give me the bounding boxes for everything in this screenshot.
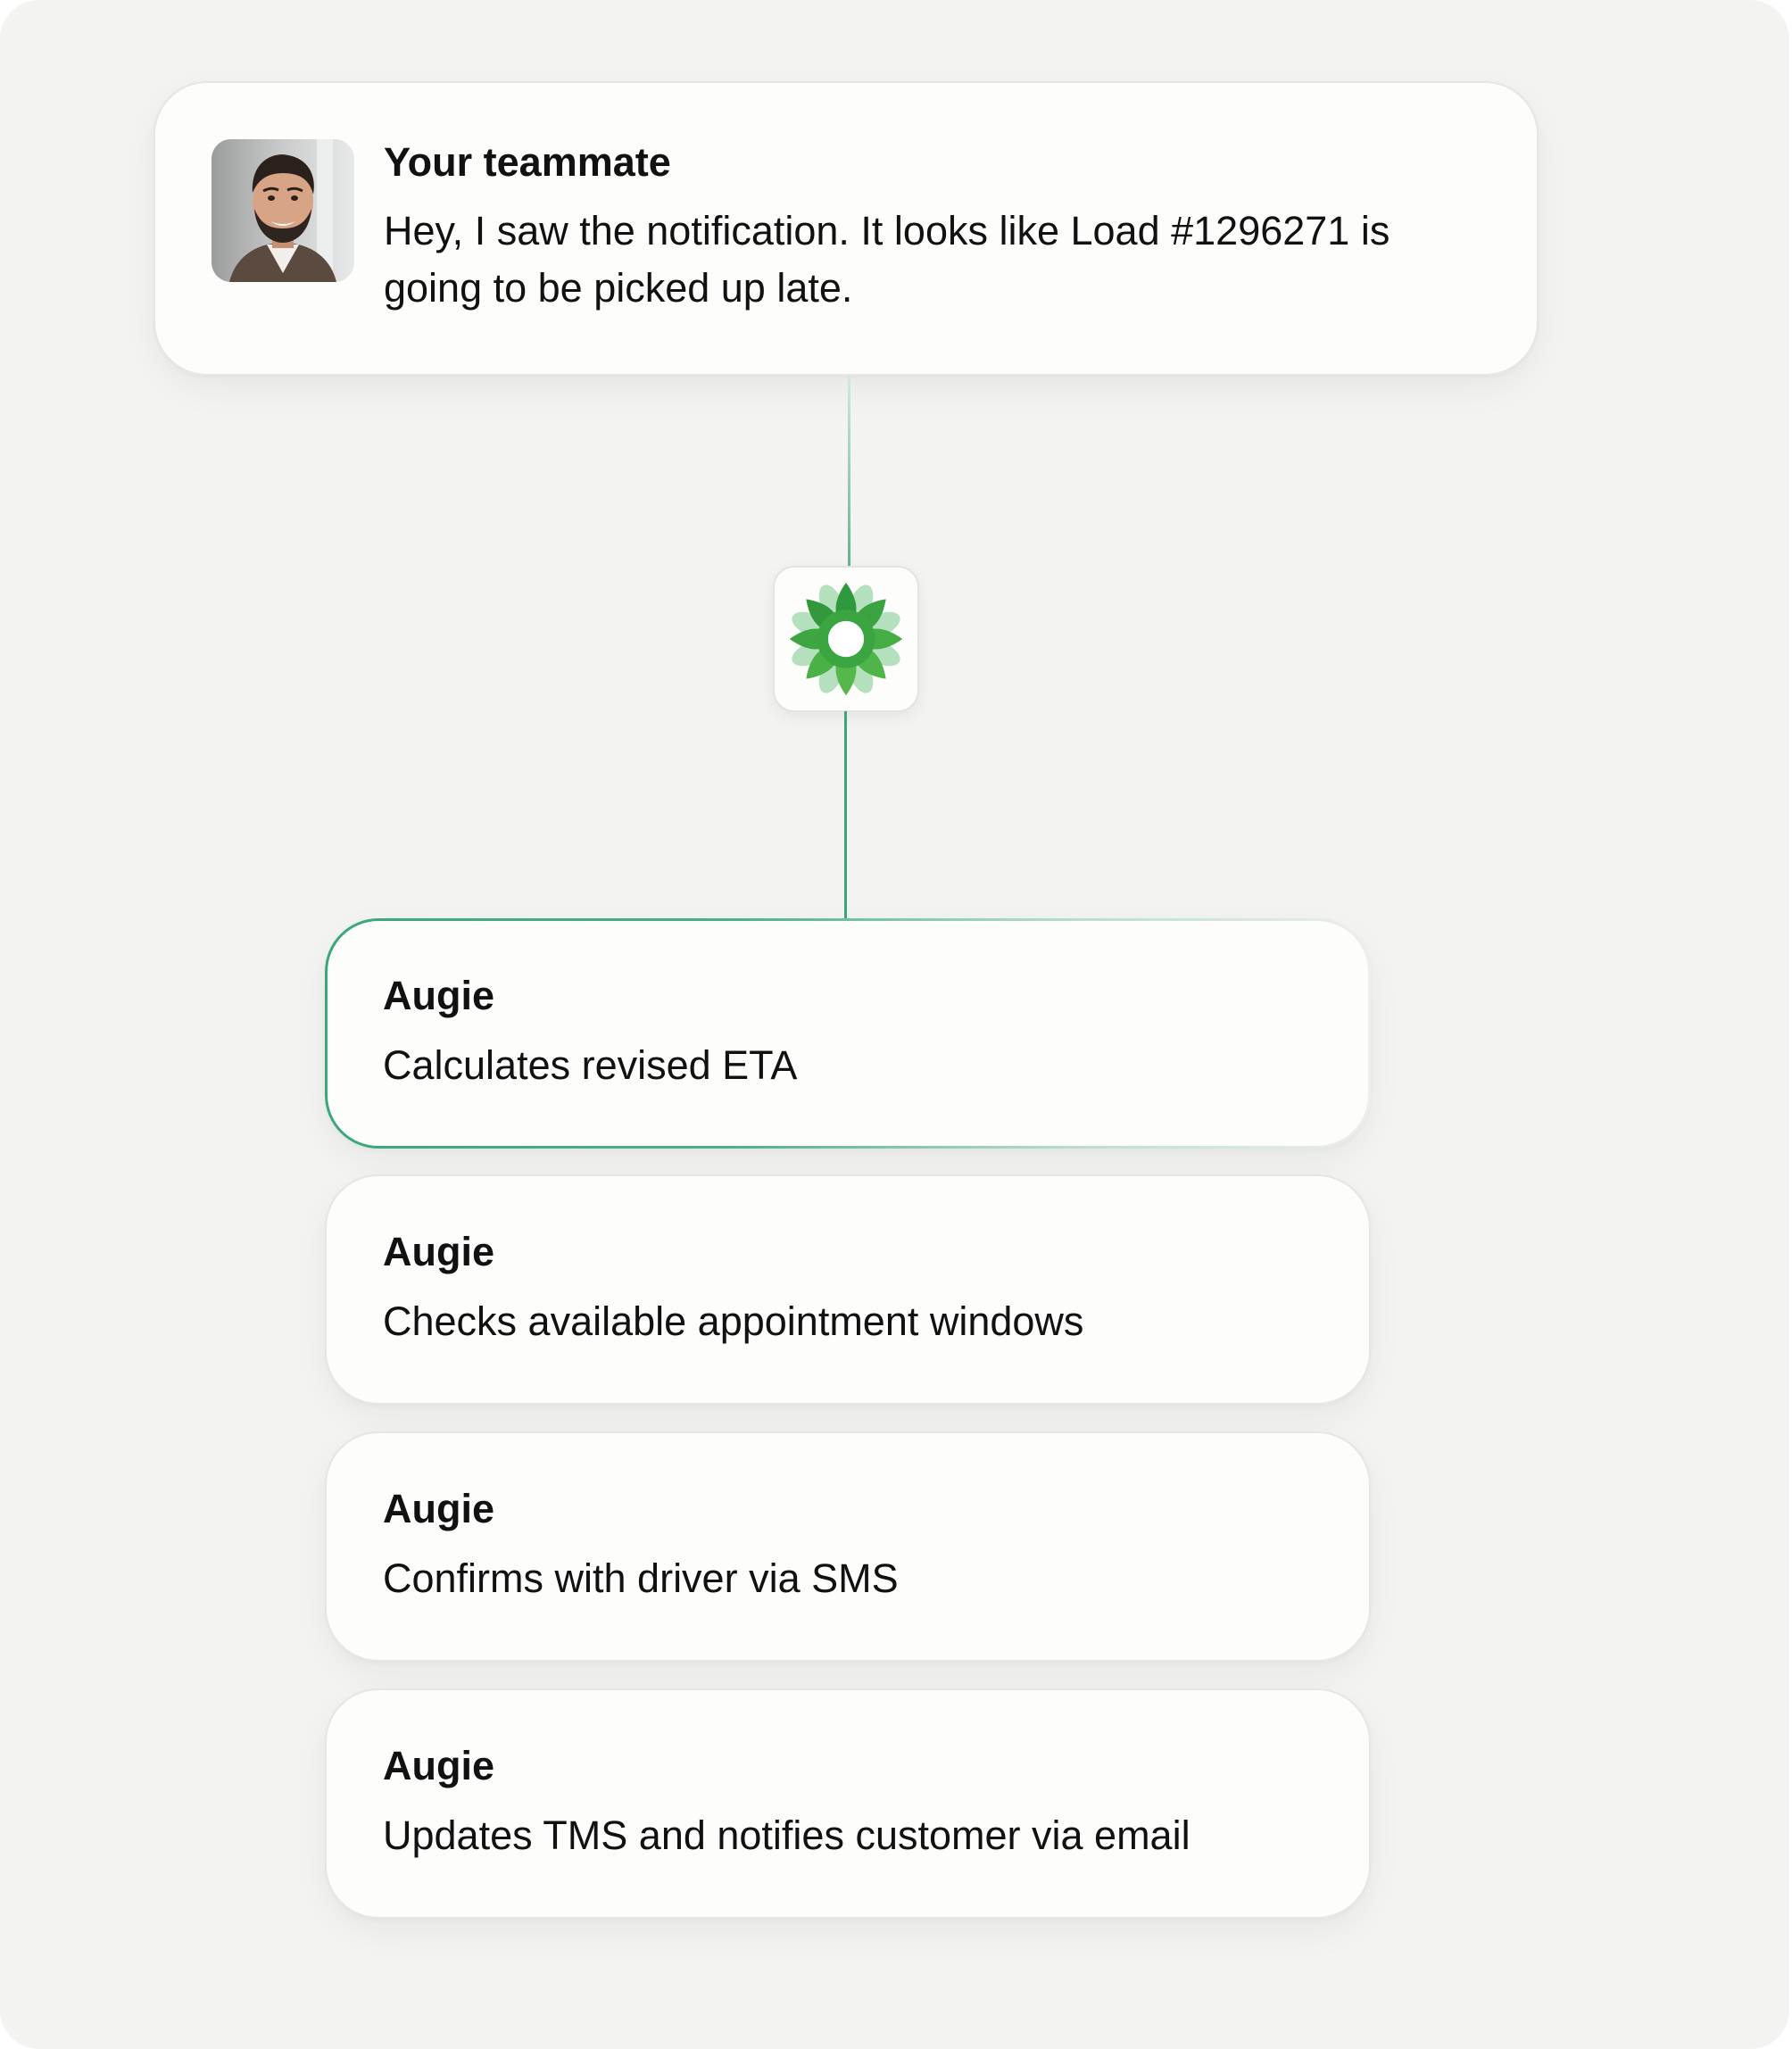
step-action: Calculates revised ETA — [383, 1042, 798, 1088]
step-action: Confirms with driver via SMS — [383, 1555, 899, 1601]
step-card-3: Augie Confirms with driver via SMS — [325, 1431, 1371, 1662]
connector-line-bottom — [844, 711, 847, 918]
teammate-name: Your teammate — [384, 139, 671, 185]
step-card-2: Augie Checks available appointment windo… — [325, 1174, 1371, 1405]
step-action: Updates TMS and notifies customer via em… — [383, 1813, 1191, 1858]
connector-line-top — [848, 376, 850, 568]
step-card-4: Augie Updates TMS and notifies customer … — [325, 1688, 1371, 1919]
step-card-1: Augie Calculates revised ETA — [325, 918, 1371, 1149]
teammate-message-card: Your teammate Hey, I saw the notificatio… — [153, 81, 1539, 376]
augie-agent-node — [773, 566, 919, 712]
person-photo-icon — [212, 139, 354, 282]
step-actor: Augie — [383, 1743, 495, 1788]
teammate-message-text: Hey, I saw the notification. It looks li… — [384, 208, 1390, 311]
step-actor: Augie — [383, 1486, 495, 1531]
flower-logo-icon — [789, 582, 903, 696]
step-actor: Augie — [383, 1229, 495, 1274]
step-actor: Augie — [383, 973, 495, 1018]
teammate-avatar — [212, 139, 354, 282]
step-action: Checks available appointment windows — [383, 1298, 1084, 1344]
